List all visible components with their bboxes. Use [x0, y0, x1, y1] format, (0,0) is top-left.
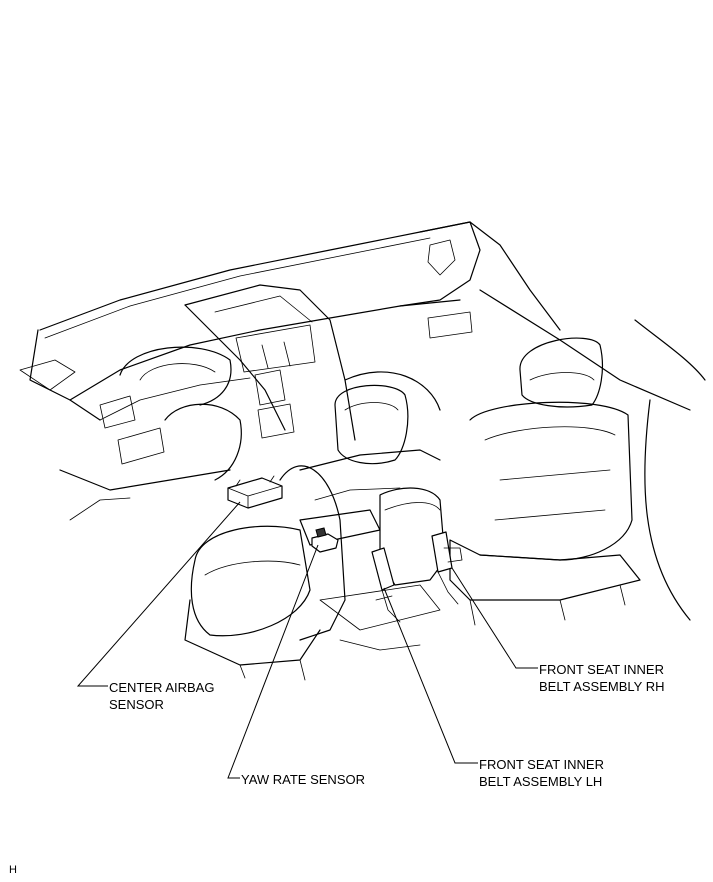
callout-front-seat-inner-belt-lh: FRONT SEAT INNER BELT ASSEMBLY LH	[479, 756, 604, 790]
callout-yaw-rate-sensor: YAW RATE SENSOR	[241, 771, 365, 788]
leader-center-airbag-sensor	[76, 501, 241, 687]
callout-center-airbag-sensor-line1: CENTER AIRBAG	[109, 680, 215, 695]
callout-belt-rh-line1: FRONT SEAT INNER	[539, 662, 664, 677]
belt-buckle-rh-part	[431, 531, 463, 605]
headrest-lh	[334, 384, 409, 465]
corner-mark: H	[9, 864, 17, 876]
callout-yaw-rate-sensor-line1: YAW RATE SENSOR	[241, 772, 365, 787]
callout-center-airbag-sensor: CENTER AIRBAG SENSOR	[109, 679, 214, 713]
belt-buckle-lh-part	[371, 547, 401, 623]
callout-center-airbag-sensor-line2: SENSOR	[109, 697, 164, 712]
yaw-rate-sensor-part	[311, 527, 339, 553]
center-airbag-sensor-part	[227, 475, 283, 509]
leader-belt-lh	[383, 587, 478, 764]
front-seat-lh	[184, 449, 441, 681]
center-console	[299, 487, 446, 651]
callout-belt-rh-line2: BELT ASSEMBLY RH	[539, 679, 665, 694]
leader-belt-rh	[451, 567, 538, 669]
callout-belt-lh-line2: BELT ASSEMBLY LH	[479, 774, 603, 789]
leader-yaw-rate-sensor	[227, 544, 319, 779]
front-seat-rh	[449, 319, 706, 626]
callout-belt-lh-line1: FRONT SEAT INNER	[479, 757, 604, 772]
dashboard	[19, 221, 691, 521]
callout-front-seat-inner-belt-rh: FRONT SEAT INNER BELT ASSEMBLY RH	[539, 661, 664, 695]
leader-lines	[76, 501, 538, 779]
